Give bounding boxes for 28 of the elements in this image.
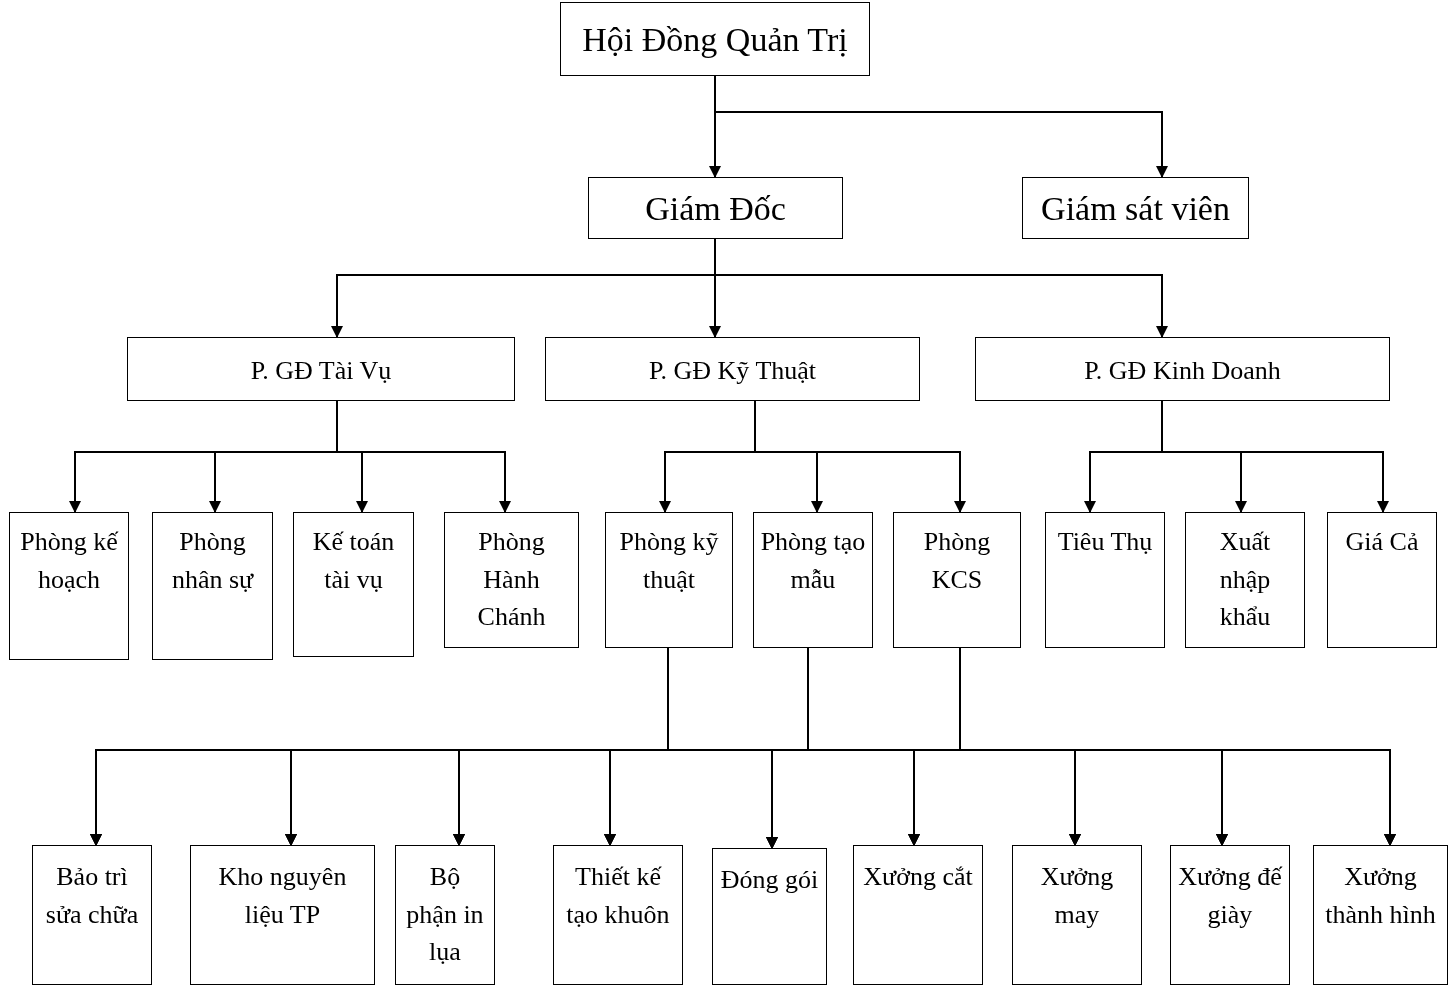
connector-arrow [336,400,511,513]
org-box: Tiêu Thụ [1045,512,1165,648]
org-box: Bảo trì sửa chữa [32,845,152,985]
org-box: P. GĐ Kinh Doanh [975,337,1390,401]
org-box: Giám Đốc [588,177,843,239]
org-box: Xưởng cắt [853,845,983,985]
org-box: P. GĐ Tài Vụ [127,337,515,401]
org-box: Thiết kế tạo khuôn [553,845,683,985]
org-box: Xuất nhập khẩu [1185,512,1305,648]
org-box: Giá Cả [1327,512,1437,648]
org-box: Giám sát viên [1022,177,1249,239]
org-box: Hội Đồng Quản Trị [560,2,870,76]
org-box: Xưởng may [1012,845,1142,985]
org-box: Phòng kỹ thuật [605,512,733,648]
org-box: Phòng Hành Chánh [444,512,579,648]
org-box: Kế toán tài vụ [293,512,414,657]
org-box: Bộ phận in lụa [395,845,495,985]
connector-arrow [754,400,966,513]
org-box: P. GĐ Kỹ Thuật [545,337,920,401]
org-box: Kho nguyên liệu TP [190,845,375,985]
connector-arrow [1161,400,1389,513]
org-box: Phòng kế hoạch [9,512,129,660]
org-box: Phòng tạo mẫu [753,512,873,648]
org-box: Xưởng thành hình [1313,845,1448,985]
org-box: Phòng KCS [893,512,1021,648]
org-box: Xưởng đế giày [1170,845,1290,985]
org-box: Đóng gói [712,848,827,985]
org-box: Phòng nhân sự [152,512,273,660]
